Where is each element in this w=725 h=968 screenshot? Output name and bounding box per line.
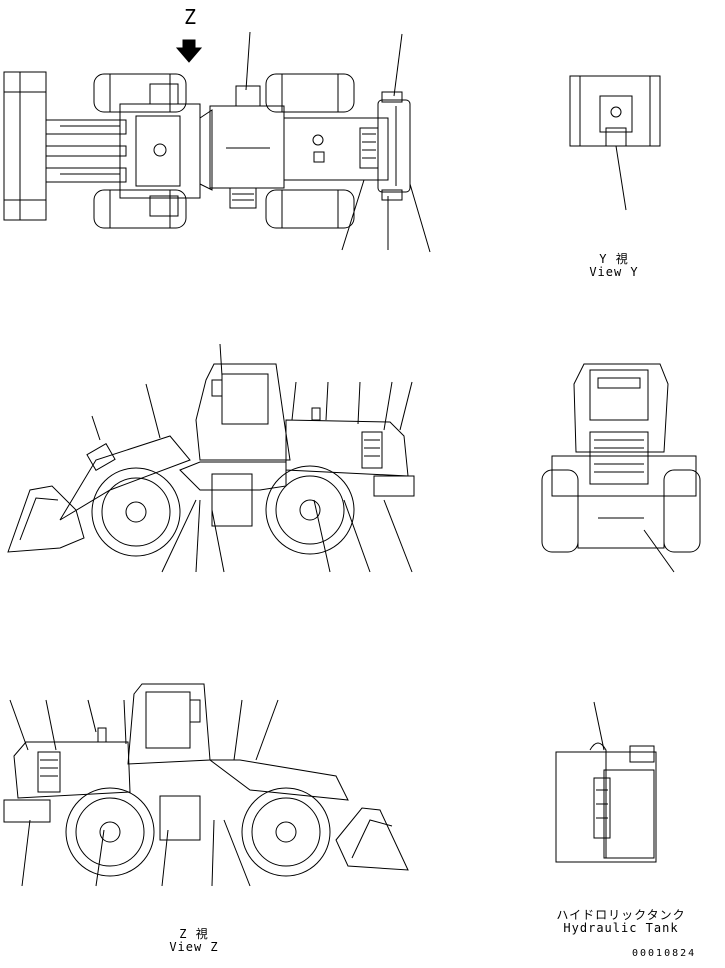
view-z-label-en: View Z bbox=[169, 940, 219, 954]
bucket-side bbox=[8, 486, 84, 552]
cab-front bbox=[574, 364, 668, 452]
front-wheel-side bbox=[92, 468, 180, 556]
view-z-caption: Z 視 View Z bbox=[154, 928, 234, 954]
left-tire-front bbox=[542, 470, 578, 552]
hydraulic-tank-label-en: Hydraulic Tank bbox=[563, 921, 679, 935]
view-z-arrow bbox=[177, 40, 201, 62]
front-tire-left bbox=[94, 74, 186, 112]
cab-roof bbox=[210, 106, 284, 188]
view-z-label-jp: Z 視 bbox=[179, 927, 209, 941]
front-tire-right bbox=[94, 190, 186, 228]
rear-wheel-z bbox=[66, 788, 154, 876]
blade-top bbox=[4, 72, 46, 220]
document-number: 00010824 bbox=[632, 948, 697, 959]
rear-tire-left bbox=[266, 74, 354, 112]
view-y-detail bbox=[570, 76, 660, 210]
counterweight-top bbox=[378, 100, 410, 192]
side-view bbox=[8, 344, 414, 572]
cab-z bbox=[128, 684, 210, 764]
bucket-z bbox=[336, 808, 408, 870]
view-z-arrow-letter: Z bbox=[184, 5, 196, 29]
front-wheel-z bbox=[242, 788, 330, 876]
rear-wheel-side bbox=[266, 466, 354, 554]
hydraulic-tank-caption: ハイドロリックタンク Hydraulic Tank bbox=[546, 909, 696, 935]
rear-tire-right bbox=[266, 190, 354, 228]
top-view: Z bbox=[4, 5, 430, 252]
engine-hood-side bbox=[286, 420, 408, 476]
view-y-label-jp: Y 視 bbox=[599, 252, 629, 266]
engine-hood-z bbox=[14, 742, 130, 798]
front-view bbox=[542, 364, 700, 572]
right-tire-front bbox=[664, 470, 700, 552]
view-z-side bbox=[4, 684, 408, 886]
engine-hood-top bbox=[284, 118, 388, 180]
hydraulic-tank-detail bbox=[556, 702, 656, 862]
cab-side bbox=[196, 364, 290, 460]
view-y-caption: Y 視 View Y bbox=[574, 253, 654, 279]
hydraulic-tank-label-jp: ハイドロリックタンク bbox=[556, 908, 686, 922]
view-y-label-en: View Y bbox=[589, 265, 639, 279]
hydraulic-tank-body bbox=[604, 770, 654, 858]
